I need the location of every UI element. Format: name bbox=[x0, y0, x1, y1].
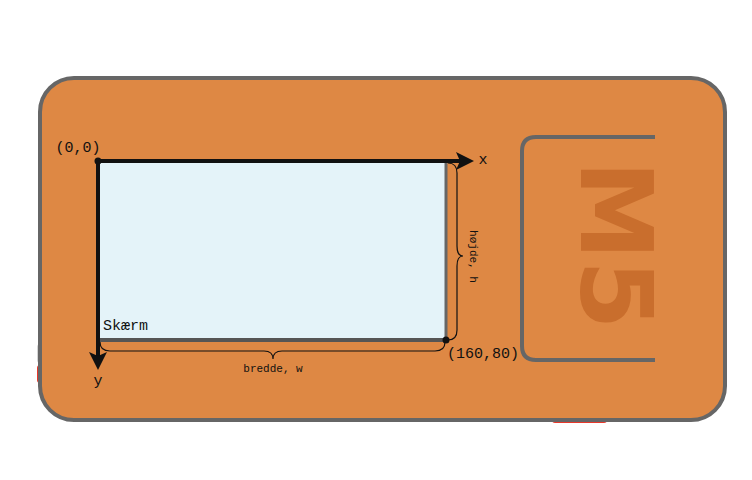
screen-box: Skærm bbox=[98, 161, 446, 340]
origin-coordinate: (0,0) bbox=[55, 141, 100, 156]
y-axis bbox=[96, 161, 100, 358]
dimension-label: højde, h bbox=[467, 230, 478, 283]
screen-label: Skærm bbox=[103, 319, 148, 334]
dimension-label: bredde, w bbox=[243, 364, 302, 375]
y-axis-arrowhead bbox=[89, 352, 107, 370]
device-housing bbox=[40, 78, 725, 420]
corner-coordinate: (160,80) bbox=[447, 347, 519, 362]
x-axis-arrowhead bbox=[456, 152, 474, 170]
axis-name: y bbox=[93, 374, 102, 389]
height-brace bbox=[448, 163, 463, 340]
screen-border bbox=[96, 338, 448, 342]
logo-box: M5 bbox=[522, 137, 657, 360]
width-brace bbox=[100, 342, 445, 359]
logo-text: M5 bbox=[565, 160, 665, 329]
screen-border bbox=[445, 161, 448, 340]
x-axis bbox=[98, 159, 462, 163]
axis-name: x bbox=[478, 153, 487, 168]
origin-dot bbox=[95, 158, 102, 165]
screen-area bbox=[98, 161, 446, 340]
